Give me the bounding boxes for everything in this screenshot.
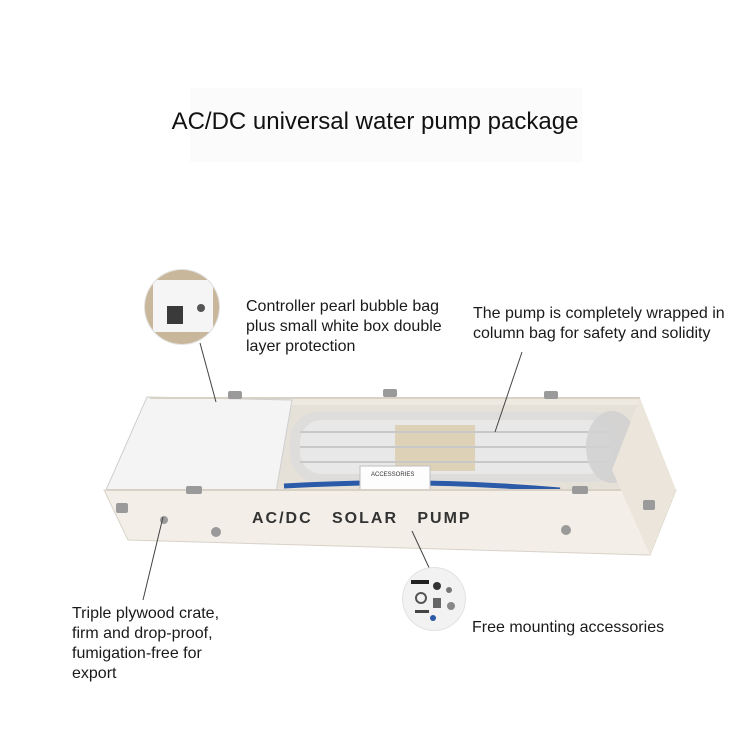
- accessories-box-label: ACCESSORIES: [371, 472, 414, 478]
- title-background-band: [190, 88, 582, 162]
- controller-callout-image: [145, 270, 219, 344]
- controller-annotation: Controller pearl bubble bag plus small w…: [246, 297, 442, 357]
- crate-metal-clips: [116, 389, 655, 537]
- accessories-annotation-line-1: Free mounting accessories: [472, 619, 665, 636]
- pump-leader-line: [494, 351, 523, 433]
- controller-annotation-line-3: layer protection: [246, 338, 356, 355]
- controller-leader-line: [199, 342, 217, 403]
- pump-annotation: The pump is completely wrapped in column…: [473, 304, 725, 344]
- crate-annotation-line-3: fumigation-free for: [72, 645, 202, 662]
- crate-annotation-line-2: firm and drop-proof,: [72, 625, 213, 642]
- pump-annotation-line-2: column bag for safety and solidity: [473, 325, 711, 342]
- controller-annotation-line-2: plus small white box double: [246, 318, 442, 335]
- pump-bubble-wrap: [290, 411, 650, 483]
- accessories-callout-image: [403, 568, 465, 630]
- crate-annotation: Triple plywood crate, firm and drop-proo…: [72, 604, 219, 684]
- page-title: AC/DC universal water pump package: [171, 108, 579, 135]
- crate-leader-line: [142, 516, 164, 601]
- crate-annotation-line-4: export: [72, 665, 117, 682]
- controller-annotation-line-1: Controller pearl bubble bag: [246, 298, 440, 315]
- pump-annotation-line-1: The pump is completely wrapped in: [473, 305, 725, 322]
- crate-annotation-line-1: Triple plywood crate,: [72, 605, 220, 622]
- accessories-leader-line: [411, 530, 433, 575]
- accessories-annotation: Free mounting accessories: [472, 618, 664, 638]
- crate-stencil-text: AC/DC SOLAR PUMP: [252, 510, 472, 527]
- controller-white-box: [105, 396, 293, 493]
- crate-right-wall: [612, 398, 676, 555]
